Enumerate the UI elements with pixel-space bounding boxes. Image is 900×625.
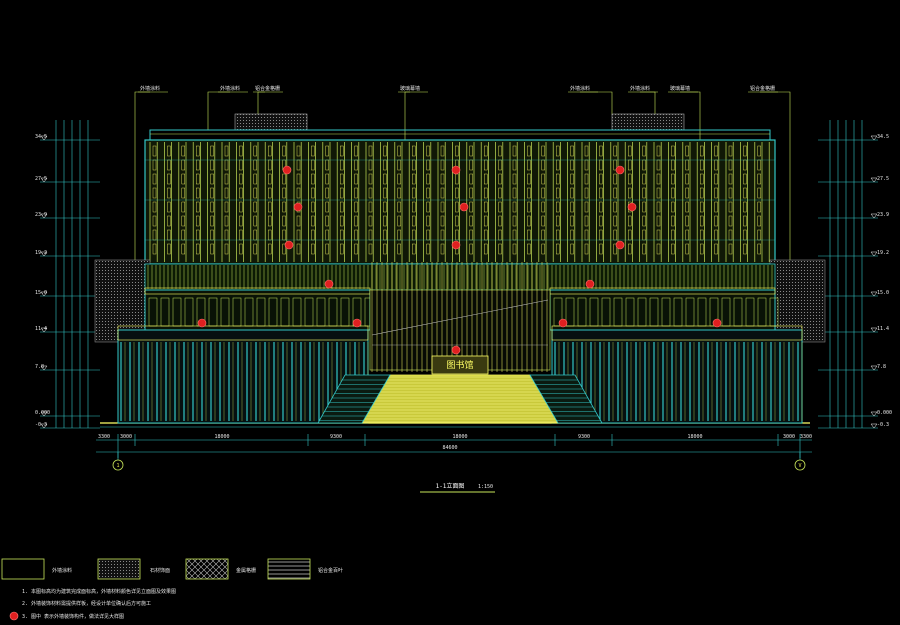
- entrance-sign: [431, 355, 489, 375]
- elevation-left-8: -0.3: [35, 422, 47, 428]
- upper-facade: [144, 139, 776, 265]
- emblem-14: [712, 318, 722, 328]
- dimension-7: 3000: [783, 434, 795, 440]
- dimension-6: 18000: [687, 434, 702, 440]
- note-emblem-icon: [9, 611, 19, 621]
- elevation-right-6: 7.8: [877, 364, 886, 370]
- legend-swatch-3: [185, 558, 229, 580]
- emblem-8: [615, 240, 625, 250]
- callout-6: 玻璃幕墙: [670, 85, 690, 92]
- legend: 外墙涂料 石材饰面 金属格栅 铝合金百叶: [1, 558, 343, 580]
- emblem-15: [451, 345, 461, 355]
- note-3: 3. 图中 表示外墙装饰构件，做法详见大样图: [22, 613, 124, 620]
- emblem-11: [197, 318, 207, 328]
- elevation-left-4: 15.0: [35, 290, 47, 296]
- axis-label-right: V: [798, 463, 801, 469]
- total-dimension: 84600: [442, 445, 457, 451]
- axis-label-left: 1: [116, 463, 119, 469]
- drawing-notes: 1. 本图标高均为建筑完成面标高，外墙材料颜色详见立面图及效果图 2. 外墙装饰…: [9, 588, 176, 621]
- material-callouts: 外墙涂料 外墙涂料 铝合金格栅 玻璃幕墙 外墙涂料 外墙涂料 玻璃幕墙 铝合金格栅: [134, 85, 791, 265]
- emblem-10: [585, 279, 595, 289]
- callout-5: 外墙涂料: [630, 85, 650, 92]
- callout-2: 铝合金格栅: [255, 85, 280, 92]
- note-1: 1. 本图标高均为建筑完成面标高，外墙材料颜色详见立面图及效果图: [22, 588, 176, 595]
- elevation-right-4: 15.0: [877, 290, 889, 296]
- legend-label-4: 铝合金百叶: [318, 567, 343, 574]
- elevation-right-7: 0.000: [877, 410, 892, 416]
- legend-swatch-1: [1, 558, 45, 580]
- elevation-right-5: 11.4: [877, 326, 889, 332]
- dimension-5: 9300: [578, 434, 590, 440]
- roof-equipment-right: [611, 113, 685, 131]
- elevation-left-6: 7.8: [35, 364, 44, 370]
- bottom-dimensions: [96, 434, 812, 458]
- legend-swatch-2: [97, 558, 141, 580]
- elevation-left-3: 19.2: [35, 250, 47, 256]
- axis-bubble-left: [112, 459, 124, 471]
- elevation-right-2: 23.9: [877, 212, 889, 218]
- elevation-right-0: 34.5: [877, 134, 889, 140]
- elevation-right-1: 27.5: [877, 176, 889, 182]
- emblem-0: [282, 165, 292, 175]
- dimension-4: 18000: [452, 434, 467, 440]
- elevation-left-0: 34.5: [35, 134, 47, 140]
- legend-label-1: 外墙涂料: [52, 567, 72, 574]
- emblem-6: [284, 240, 294, 250]
- podium-right-upper: [549, 289, 776, 331]
- right-elevation-scale: 34.5 27.5 23.9 19.2 15.0 11.4 7.8 0.000 -0.3: [818, 120, 892, 429]
- legend-label-3: 金属格栅: [236, 567, 256, 574]
- elevation-left-1: 27.5: [35, 176, 47, 182]
- callout-4: 外墙涂料: [570, 85, 590, 92]
- podium-left-upper: [144, 289, 371, 331]
- drawing-title: 1-1立面图: [436, 482, 465, 490]
- callout-0: 外墙涂料: [140, 85, 160, 92]
- emblem-4: [459, 202, 469, 212]
- elevation-right-3: 19.2: [877, 250, 889, 256]
- callout-7: 铝合金格栅: [750, 85, 775, 92]
- elevation-left-2: 23.9: [35, 212, 47, 218]
- emblem-5: [627, 202, 637, 212]
- emblem-13: [558, 318, 568, 328]
- elevation-left-7: 0.000: [35, 410, 50, 416]
- emblem-7: [451, 240, 461, 250]
- legend-swatch-4: [267, 558, 311, 580]
- dimension-2: 18000: [214, 434, 229, 440]
- callout-3: 玻璃幕墙: [400, 85, 420, 92]
- building-elevation: 图书馆: [94, 113, 826, 424]
- emblem-1: [451, 165, 461, 175]
- elevation-right-8: -0.3: [877, 422, 889, 428]
- dimension-3: 9300: [330, 434, 342, 440]
- callout-1: 外墙涂料: [220, 85, 240, 92]
- entrance-sign-text: 图书馆: [446, 359, 473, 371]
- note-2: 2. 外墙装饰材料需提供样板，经设计单位确认后方可施工: [22, 600, 151, 607]
- dimension-1: 3000: [120, 434, 132, 440]
- axis-bubble-right: [794, 459, 806, 471]
- decorative-emblems: [197, 165, 722, 355]
- dimension-8: 3300: [800, 434, 812, 440]
- roof-equipment-left: [234, 113, 308, 131]
- emblem-2: [615, 165, 625, 175]
- elevation-left-5: 11.4: [35, 326, 47, 332]
- legend-label-2: 石材饰面: [150, 567, 170, 574]
- emblem-9: [324, 279, 334, 289]
- emblem-12: [352, 318, 362, 328]
- dimension-0: 3300: [98, 434, 110, 440]
- emblem-3: [293, 202, 303, 212]
- wing-left-wall: [94, 259, 151, 343]
- left-elevation-scale: 34.5 27.5 23.9 19.2 15.0 11.4 7.8 0.000 -0.3: [35, 120, 100, 429]
- wing-right-wall: [769, 259, 826, 343]
- drawing-scale: 1:150: [478, 484, 493, 490]
